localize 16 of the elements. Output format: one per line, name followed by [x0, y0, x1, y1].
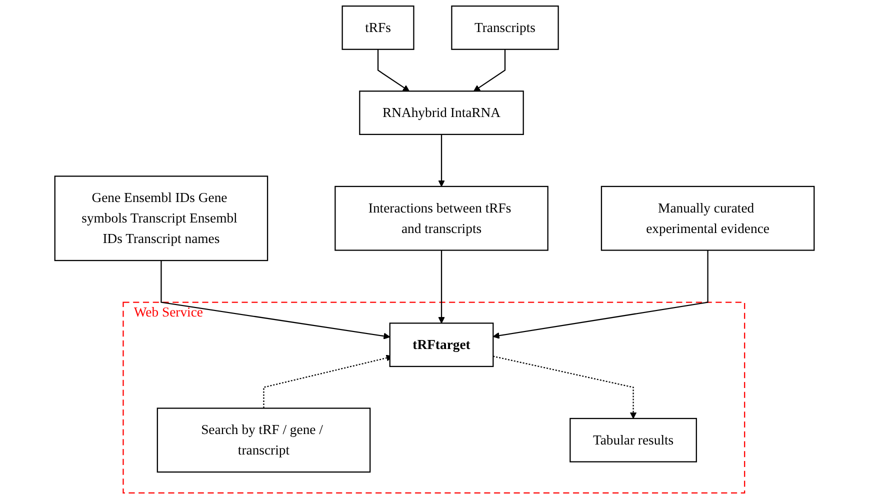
node-box: Tabular results	[570, 418, 697, 462]
arrow	[492, 250, 708, 339]
arrow	[474, 49, 506, 92]
node-box: Transcripts	[451, 6, 559, 50]
node-box: Manually curated experimental evidence	[600, 186, 815, 251]
node-box: Search by tRF / gene / transcript	[156, 408, 371, 473]
node-box: Interactions between tRFs and transcripts	[334, 186, 548, 251]
arrow	[160, 260, 390, 340]
arrow	[438, 134, 445, 187]
node-box: Gene Ensembl IDs Gene symbols Transcript Ensembl IDs Transcript names	[54, 176, 268, 262]
arrow	[438, 250, 445, 324]
arrow	[493, 356, 637, 419]
arrow	[377, 49, 410, 92]
node-box: tRFtarget	[389, 322, 494, 368]
node-box: tRFs	[342, 6, 414, 50]
node-box: RNAhybrid IntaRNA	[359, 90, 524, 135]
